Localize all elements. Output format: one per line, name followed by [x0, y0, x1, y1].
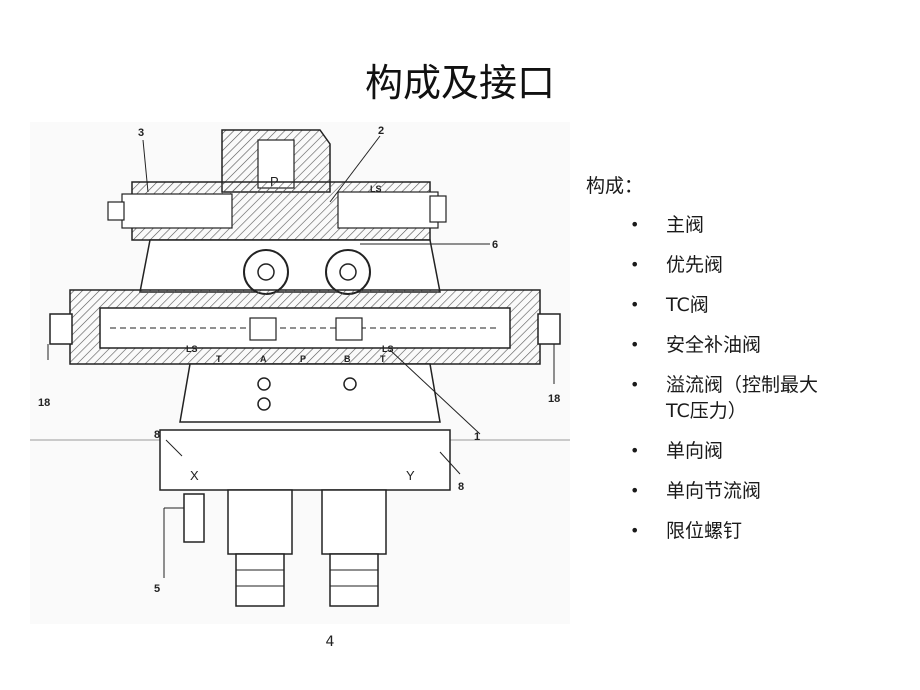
list-item: • 主阀 — [586, 212, 906, 238]
bullet-icon: • — [630, 481, 640, 500]
callout-6: 6 — [492, 239, 498, 251]
slide-title: 构成及接口 — [364, 61, 555, 105]
list-item-label: TC阀 — [666, 294, 709, 316]
bullet-icon: • — [630, 335, 640, 354]
valve-cross-section-diagram: P LS LS LS T A P B T — [30, 122, 570, 624]
list-item: • 单向阀 — [586, 438, 906, 464]
list-item: • 优先阀 — [586, 252, 906, 278]
component-list: • 主阀 • 优先阀 • TC阀 • 安全补油阀 • 溢流阀（控制最大TC压力） • 单向阀… — [586, 212, 906, 544]
bullet-icon: • — [630, 441, 640, 460]
port-label-ls-right: LS — [382, 344, 394, 354]
bullet-icon: • — [630, 375, 640, 394]
list-item: • 安全补油阀 — [586, 332, 906, 358]
callout-8-left: 8 — [154, 429, 160, 441]
port-label-a: A — [260, 354, 267, 364]
list-item-label: 优先阀 — [666, 254, 724, 276]
callout-2: 2 — [378, 125, 384, 137]
port-label-t-left: T — [216, 354, 222, 364]
list-item: • 单向节流阀 — [586, 478, 906, 504]
port-label-ls-top: LS — [370, 184, 382, 194]
list-item-label: 安全补油阀 — [666, 334, 762, 356]
callout-18-left: 18 — [38, 397, 50, 409]
port-label-y: Y — [406, 468, 415, 483]
list-item-label: 单向阀 — [666, 440, 724, 462]
callout-1: 1 — [474, 431, 480, 443]
bullet-icon: • — [630, 255, 640, 274]
list-item: • 溢流阀（控制最大TC压力） — [586, 372, 906, 424]
list-item-label: 溢流阀（控制最大TC压力） — [666, 374, 819, 422]
bullet-icon: • — [630, 521, 640, 540]
port-label-b: B — [344, 354, 351, 364]
port-label-ls-left: LS — [186, 344, 198, 354]
callout-5: 5 — [154, 583, 160, 595]
port-label-p-mid: P — [300, 354, 306, 364]
list-item-label: 单向节流阀 — [666, 480, 762, 502]
list-item-label: 主阀 — [666, 214, 705, 236]
callout-8-right: 8 — [458, 481, 464, 493]
callout-18-right: 18 — [548, 393, 560, 405]
list-item-label: 限位螺钉 — [666, 520, 743, 542]
component-list-heading: 构成： — [586, 175, 644, 197]
bullet-icon: • — [630, 215, 640, 234]
page-number: 4 — [325, 634, 335, 650]
callout-3: 3 — [138, 127, 144, 139]
port-label-x: X — [190, 468, 199, 483]
list-item: • TC阀 — [586, 292, 906, 318]
bullet-icon: • — [630, 295, 640, 314]
list-item: • 限位螺钉 — [586, 518, 906, 544]
component-list-panel: 构成： • 主阀 • 优先阀 • TC阀 • 安全补油阀 • 溢流阀（控制最大TC压力） … — [586, 172, 906, 558]
port-label-t-right: T — [380, 354, 386, 364]
